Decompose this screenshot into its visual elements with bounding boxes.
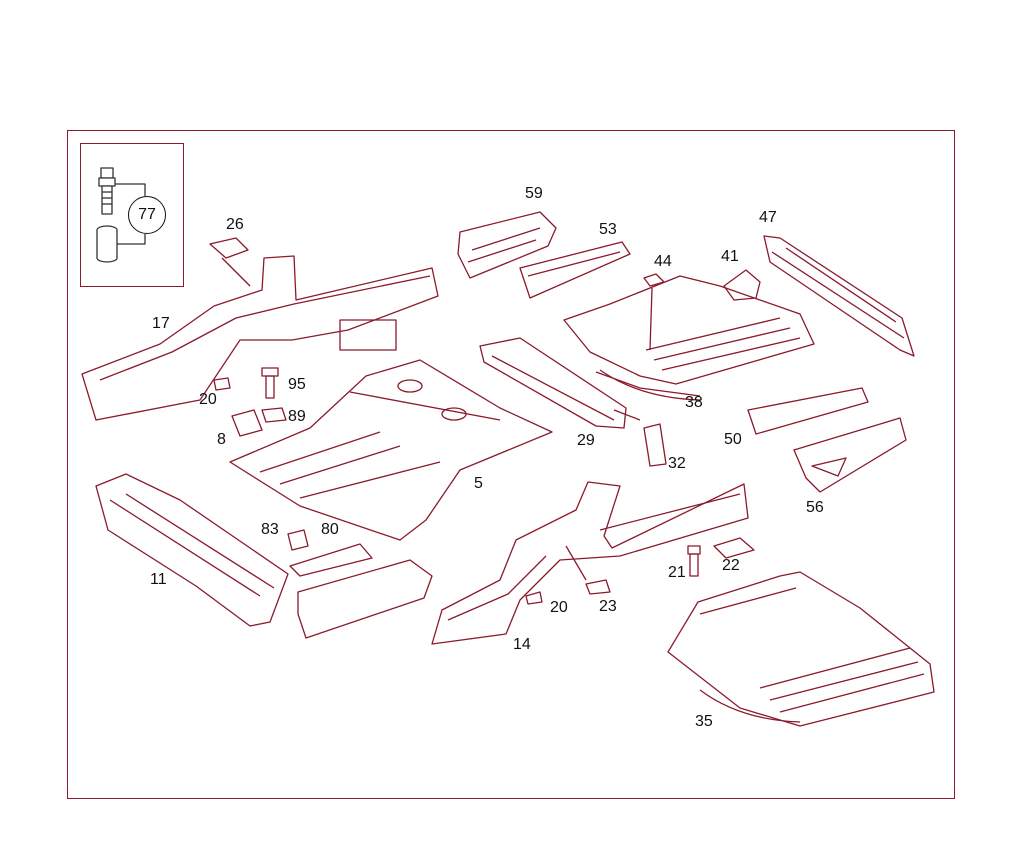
label-35: 35 (695, 713, 713, 730)
label-5: 5 (474, 475, 483, 492)
part-32-arrow (613, 409, 641, 421)
part-35-detail (699, 587, 925, 713)
label-47: 47 (759, 209, 777, 226)
part-8-clip (231, 409, 263, 437)
label-20-lower: 20 (550, 599, 568, 616)
part-47-detail (771, 247, 905, 339)
part-17-detail (99, 275, 431, 381)
label-89: 89 (288, 408, 306, 425)
label-22: 22 (722, 557, 740, 574)
inset-sleeve (96, 225, 118, 263)
part-5-hole (397, 379, 423, 393)
part-80-shape (289, 543, 373, 577)
diagram-frame (67, 130, 955, 799)
label-41: 41 (721, 248, 739, 265)
part-35-shape (667, 571, 935, 727)
label-56: 56 (806, 499, 824, 516)
inset-stud (98, 167, 116, 215)
part-53-detail (527, 251, 621, 277)
part-47-shape (763, 235, 915, 357)
part-23-clip (585, 579, 611, 595)
label-44: 44 (654, 253, 672, 270)
part-89-clip (261, 407, 287, 423)
label-32: 32 (668, 455, 686, 472)
part-59-detail (467, 227, 541, 263)
label-11: 11 (150, 571, 167, 588)
part-32-shape (643, 423, 667, 467)
part-5-detail (259, 391, 501, 499)
label-23: 23 (599, 598, 617, 615)
part-20a-clip (213, 377, 231, 391)
label-21: 21 (668, 564, 686, 581)
label-20-upper: 20 (199, 391, 217, 408)
label-14: 14 (513, 636, 531, 653)
label-29: 29 (577, 432, 595, 449)
label-59: 59 (525, 185, 543, 202)
part-41-shape (723, 269, 761, 301)
label-38: 38 (685, 394, 703, 411)
part-38-detail (595, 317, 801, 397)
label-53: 53 (599, 221, 617, 238)
part-23-arrow (565, 545, 587, 581)
label-95: 95 (288, 376, 306, 393)
part-17-bracket (339, 319, 397, 351)
part-44-arrow (649, 287, 653, 351)
part-59-shape (457, 211, 557, 279)
part-35-curve (699, 689, 801, 723)
part-29-detail (491, 355, 615, 421)
part-5-hole-2 (441, 407, 467, 421)
part-53-shape (519, 241, 631, 299)
part-21-bolt (687, 545, 701, 577)
part-11-detail (109, 493, 275, 597)
inset-callout-77: 77 (128, 196, 166, 234)
label-80: 80 (321, 521, 339, 538)
inset-detail-box (80, 143, 184, 287)
part-5-shape (229, 359, 553, 541)
part-11-shape (95, 473, 289, 627)
inset-leader (115, 183, 146, 245)
part-26-shape (209, 237, 249, 259)
part-22-washer (713, 537, 755, 559)
part-83-nut (287, 529, 309, 551)
part-50-shape (747, 387, 869, 435)
part-20b-clip (525, 591, 543, 605)
part-17-shape (81, 255, 439, 421)
part-56-shape (793, 417, 907, 493)
part-14-shape (431, 481, 749, 645)
part-29-shape (479, 337, 627, 429)
label-26: 26 (226, 216, 244, 233)
label-17: 17 (152, 315, 170, 332)
part-95-bolt (261, 367, 279, 399)
part-80-plate (297, 559, 433, 639)
part-38-curve (599, 369, 701, 401)
label-8: 8 (217, 431, 226, 448)
label-83: 83 (261, 521, 279, 538)
part-38-shape (563, 275, 815, 385)
label-50: 50 (724, 431, 742, 448)
part-26-arrow (221, 257, 251, 287)
part-56-detail (811, 457, 847, 477)
part-14-detail (447, 493, 741, 621)
